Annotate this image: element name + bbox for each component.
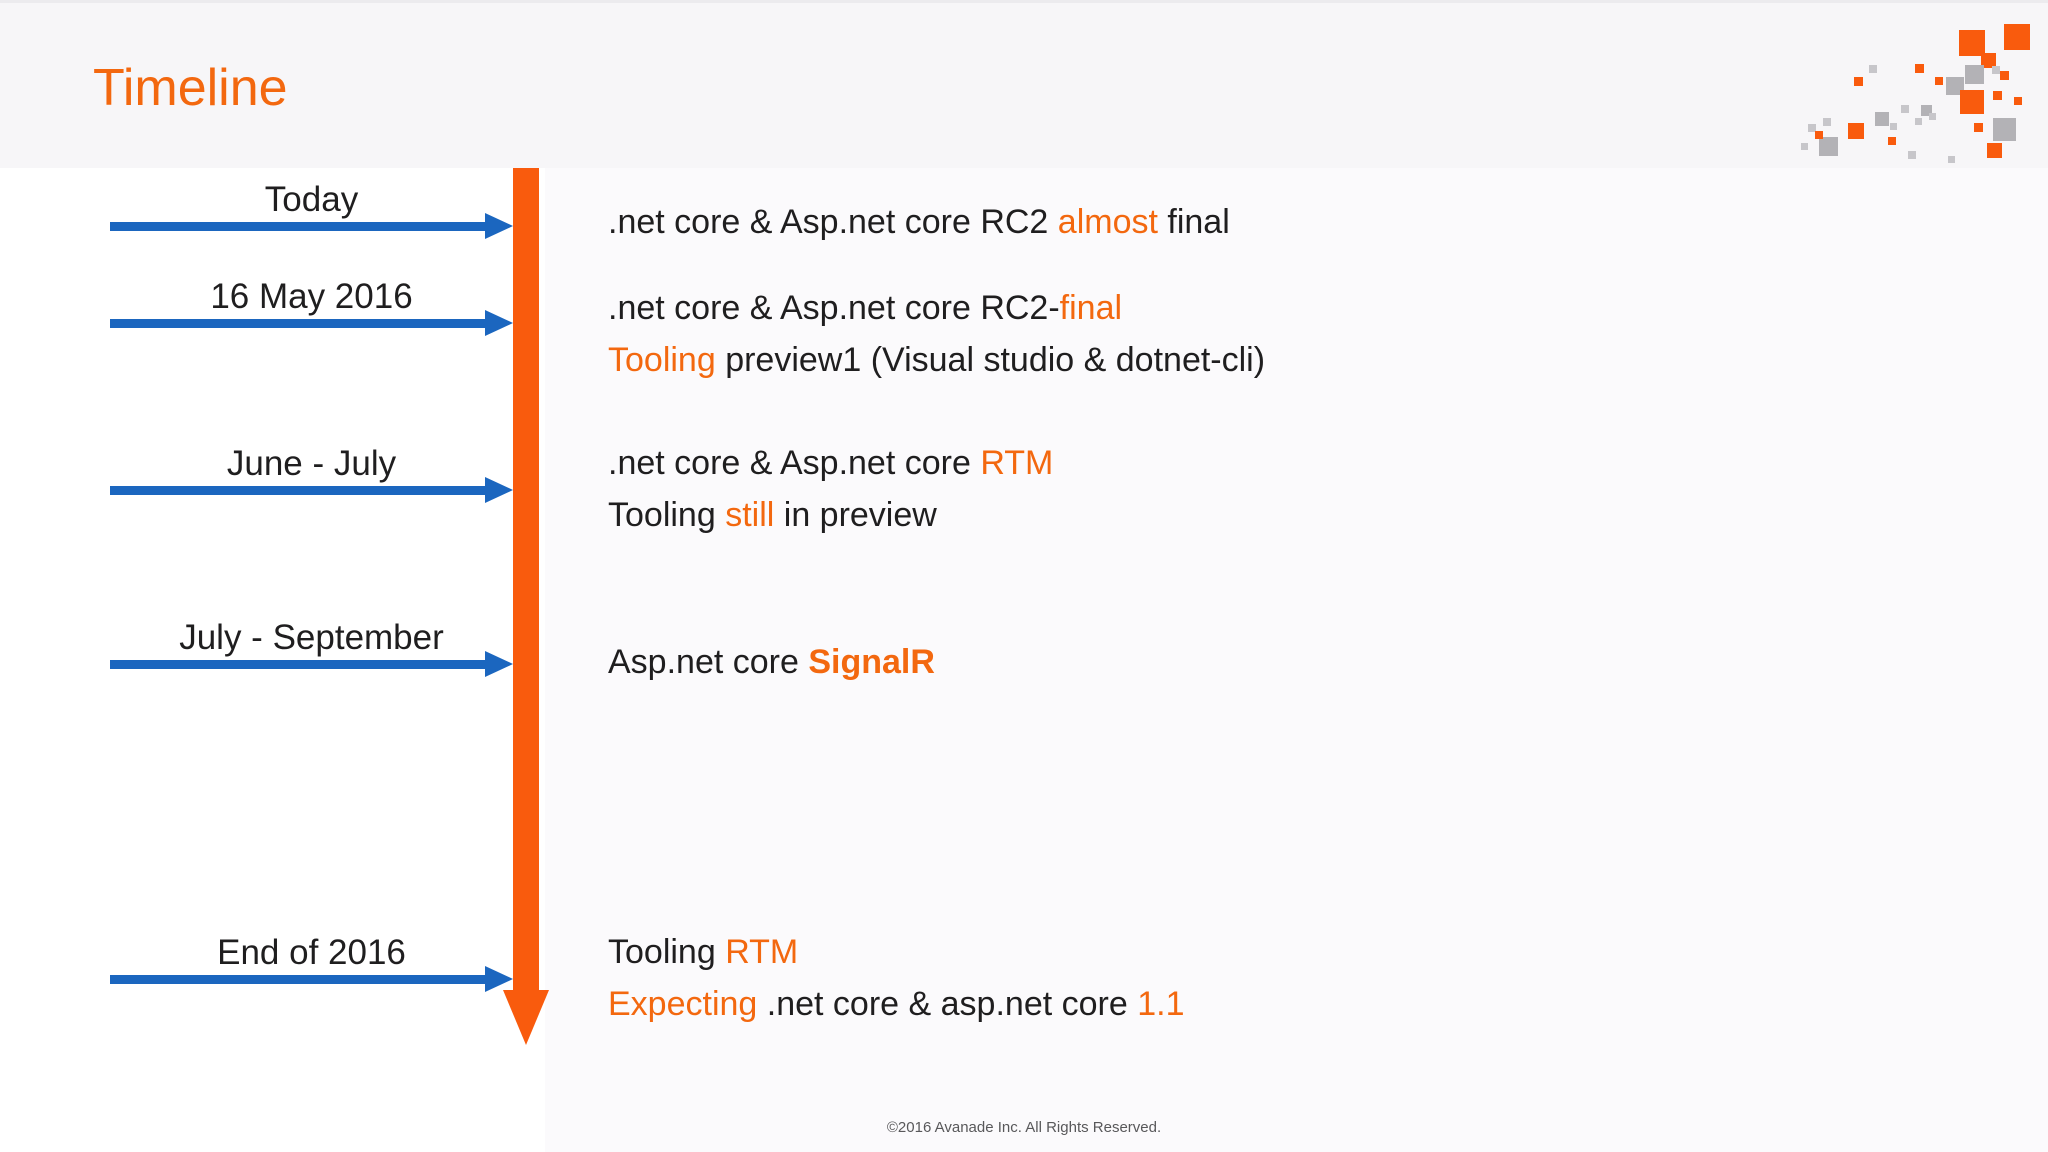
confetti-square <box>1854 77 1863 86</box>
confetti-square <box>1915 64 1924 73</box>
confetti-square <box>1890 123 1897 130</box>
confetti-square <box>1987 143 2002 158</box>
right-arrow-icon <box>110 310 513 336</box>
confetti-square <box>1901 105 1909 113</box>
confetti-square <box>1815 131 1823 139</box>
confetti-square <box>1960 90 1984 114</box>
confetti-squares-decoration <box>1801 24 2030 163</box>
confetti-square <box>1823 118 1831 126</box>
copyright-text: ©2016 Avanade Inc. All Rights Reserved. <box>886 1119 1162 1136</box>
timeline-entry-line: .net core & Asp.net core RC2-final <box>608 289 1123 327</box>
confetti-square <box>1935 77 1943 85</box>
confetti-square <box>1981 53 1996 68</box>
confetti-square <box>1921 105 1932 116</box>
confetti-square <box>1808 124 1816 132</box>
milestone-label: Today <box>264 179 359 219</box>
milestone-label: 16 May 2016 <box>210 276 413 316</box>
timeline-row: Today <box>110 170 513 239</box>
timeline-row: July - September <box>110 608 513 677</box>
confetti-square <box>1819 137 1838 156</box>
confetti-square <box>1946 77 1964 95</box>
confetti-square <box>1869 65 1877 73</box>
timeline-axis <box>513 168 539 990</box>
confetti-square <box>1848 123 1864 139</box>
right-arrow-icon <box>110 651 513 677</box>
timeline-entry: .net core & Asp.net core RTM Tooling stil… <box>608 437 1053 541</box>
timeline-entry: Asp.net core SignalR <box>608 636 935 688</box>
confetti-square <box>2000 71 2009 80</box>
confetti-square <box>1959 30 1985 56</box>
timeline-entry-line: Asp.net core SignalR <box>608 643 935 681</box>
timeline-entry-line: .net core & Asp.net core RC2 almost fina… <box>608 203 1230 241</box>
milestone-label: End of 2016 <box>217 932 406 972</box>
timeline-row: 16 May 2016 <box>110 267 513 336</box>
confetti-square <box>1908 151 1916 159</box>
timeline-entry: Tooling RTM Expecting .net core & asp.net… <box>608 926 1184 1030</box>
milestone-label: July - September <box>179 617 444 657</box>
confetti-square <box>1993 118 2016 141</box>
confetti-square <box>1915 118 1922 125</box>
confetti-square <box>1992 66 2000 74</box>
right-arrow-icon <box>110 966 513 992</box>
timeline-row: End of 2016 <box>110 923 513 992</box>
timeline-entry-line: Tooling still in preview <box>608 496 937 534</box>
timeline-entry-line: Tooling RTM <box>608 933 799 971</box>
right-arrow-icon <box>110 477 513 503</box>
confetti-square <box>2014 97 2022 105</box>
background-tint-panel <box>545 168 2048 1152</box>
confetti-square <box>1974 123 1983 132</box>
confetti-square <box>1948 156 1955 163</box>
milestone-label: June - July <box>226 443 397 483</box>
confetti-square <box>1993 91 2002 100</box>
confetti-square <box>2004 24 2030 50</box>
slide-title: Timeline <box>93 59 288 117</box>
confetti-square <box>1875 112 1889 126</box>
slide-header: Timeline <box>0 0 2048 168</box>
confetti-square <box>1929 113 1936 120</box>
timeline-row: June - July <box>110 434 513 503</box>
right-arrow-icon <box>110 213 513 239</box>
confetti-square <box>1888 137 1896 145</box>
confetti-square <box>1965 65 1984 84</box>
confetti-square <box>1801 143 1808 150</box>
timeline-entry-line: .net core & Asp.net core RTM <box>608 444 1054 482</box>
timeline-axis-arrowhead-icon <box>503 990 549 1045</box>
timeline-entry-line: Expecting .net core & asp.net core 1.1 <box>608 985 1185 1023</box>
timeline-entry: .net core & Asp.net core RC2 almost fina… <box>608 196 1230 248</box>
timeline-entry-line: Tooling preview1 (Visual studio & dotnet… <box>608 341 1266 379</box>
